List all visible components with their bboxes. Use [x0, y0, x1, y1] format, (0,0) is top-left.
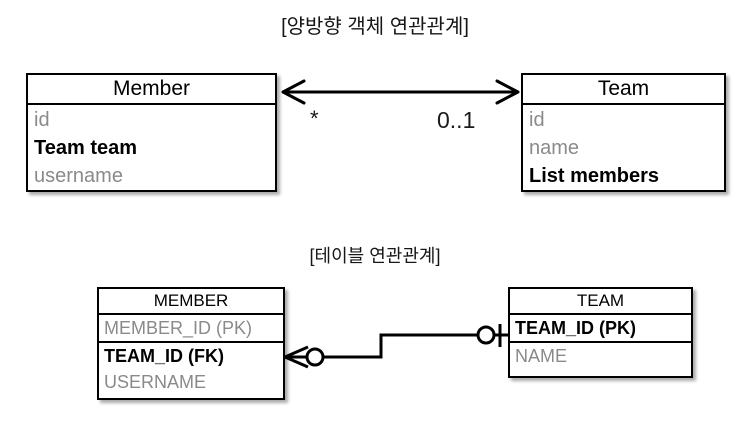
class-name-member: Member	[28, 75, 275, 105]
table-box-member[interactable]: MEMBER MEMBER_ID (PK) TEAM_ID (FK) USERN…	[97, 287, 285, 400]
class-box-team[interactable]: Team id name List members	[521, 73, 726, 192]
table-column-section-team: NAME	[510, 343, 691, 369]
class-attribute: id	[529, 109, 545, 131]
crows-foot-many-icon	[284, 345, 309, 369]
table-name-member: MEMBER	[99, 289, 283, 315]
class-attributes-member: id Team team username	[28, 105, 275, 190]
table-name-team: TEAM	[510, 289, 691, 315]
table-box-team[interactable]: TEAM TEAM_ID (PK) NAME	[508, 287, 693, 378]
object-association-title: [양방향 객체 연관관계]	[281, 16, 469, 38]
table-column: TEAM_ID (PK)	[515, 318, 636, 338]
class-attribute: name	[529, 137, 580, 159]
class-attribute: Team team	[34, 137, 138, 159]
table-column: TEAM_ID (FK)	[104, 346, 224, 366]
table-column: NAME	[515, 346, 568, 366]
table-column-section-member: TEAM_ID (FK) USERNAME	[99, 343, 283, 395]
class-attribute: username	[34, 165, 123, 187]
table-pk-section-team: TEAM_ID (PK)	[510, 315, 691, 343]
class-box-member[interactable]: Member id Team team username	[26, 73, 277, 192]
table-association-title: [테이블 연관관계]	[309, 246, 441, 266]
multiplicity-source: *	[310, 106, 319, 131]
class-name-team: Team	[523, 75, 724, 105]
table-column: USERNAME	[104, 372, 207, 392]
multiplicity-target: 0..1	[437, 107, 476, 133]
table-column: MEMBER_ID (PK)	[104, 318, 253, 338]
zero-circle-icon	[476, 325, 496, 345]
zero-circle-icon	[305, 347, 325, 367]
table-pk-section-member: MEMBER_ID (PK)	[99, 315, 283, 343]
class-attribute: List members	[529, 165, 660, 187]
class-attribute: id	[34, 109, 50, 131]
class-attributes-team: id name List members	[523, 105, 724, 190]
